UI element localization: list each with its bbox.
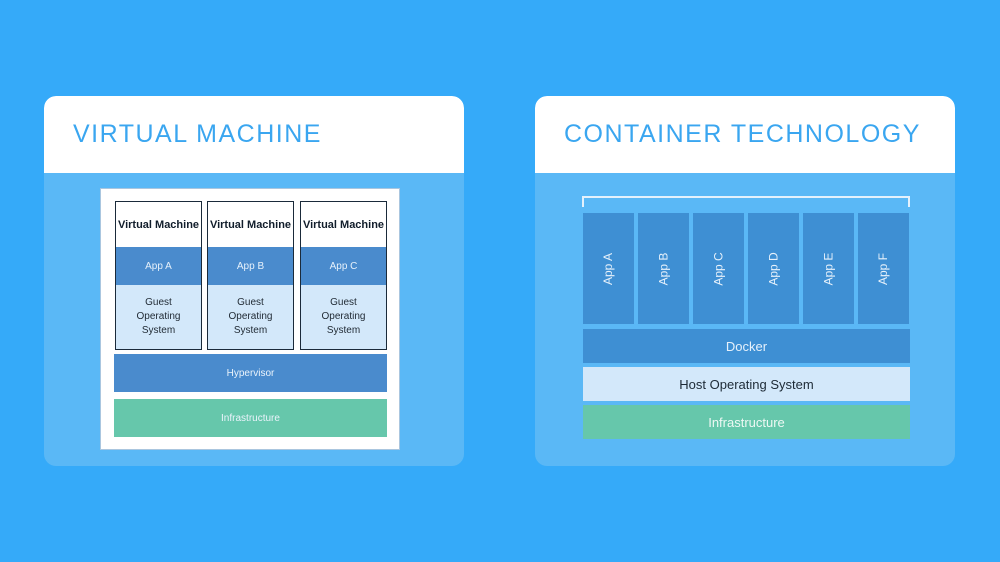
virtual-machine-card: VIRTUAL MACHINE Virtual Machine App A Gu…: [44, 96, 464, 466]
container-infrastructure-layer: Infrastructure: [583, 405, 910, 439]
container-card-header: CONTAINER TECHNOLOGY: [535, 96, 955, 173]
container-app-e: App E: [803, 213, 854, 324]
vm-column-c: Virtual Machine App C Guest Operating Sy…: [300, 201, 387, 350]
hypervisor-layer: Hypervisor: [114, 354, 387, 392]
vm-column-a: Virtual Machine App A Guest Operating Sy…: [115, 201, 202, 350]
host-os-layer: Host Operating System: [583, 367, 910, 401]
vm-column-b: Virtual Machine App B Guest Operating Sy…: [207, 201, 294, 350]
container-app-f: App F: [858, 213, 909, 324]
vm-card-header: VIRTUAL MACHINE: [44, 96, 464, 173]
vm-app-block: App A: [116, 247, 201, 285]
docker-layer: Docker: [583, 329, 910, 363]
container-app-d: App D: [748, 213, 799, 324]
apps-bracket: [582, 196, 910, 207]
vm-guest-os-block: Guest Operating System: [208, 285, 293, 349]
vm-guest-os-block: Guest Operating System: [301, 285, 386, 349]
container-app-label: App D: [766, 251, 781, 286]
container-app-label: App E: [821, 252, 836, 285]
container-app-c: App C: [693, 213, 744, 324]
vm-diagram-frame: Virtual Machine App A Guest Operating Sy…: [100, 188, 400, 450]
container-app-b: App B: [638, 213, 689, 324]
container-technology-card: CONTAINER TECHNOLOGY App A App B App C A…: [535, 96, 955, 466]
container-app-label: App F: [876, 252, 891, 285]
vm-infrastructure-layer: Infrastructure: [114, 399, 387, 437]
vm-app-block: App C: [301, 247, 386, 285]
container-app-label: App C: [711, 251, 726, 286]
vm-column-title: Virtual Machine: [117, 218, 200, 231]
vm-card-title: VIRTUAL MACHINE: [73, 120, 322, 148]
vm-guest-os-block: Guest Operating System: [116, 285, 201, 349]
container-app-label: App A: [601, 252, 616, 285]
container-card-title: CONTAINER TECHNOLOGY: [564, 120, 921, 148]
vm-column-title: Virtual Machine: [302, 218, 385, 231]
vm-app-block: App B: [208, 247, 293, 285]
container-app-label: App B: [656, 252, 671, 285]
vm-column-title: Virtual Machine: [209, 218, 292, 231]
container-app-a: App A: [583, 213, 634, 324]
